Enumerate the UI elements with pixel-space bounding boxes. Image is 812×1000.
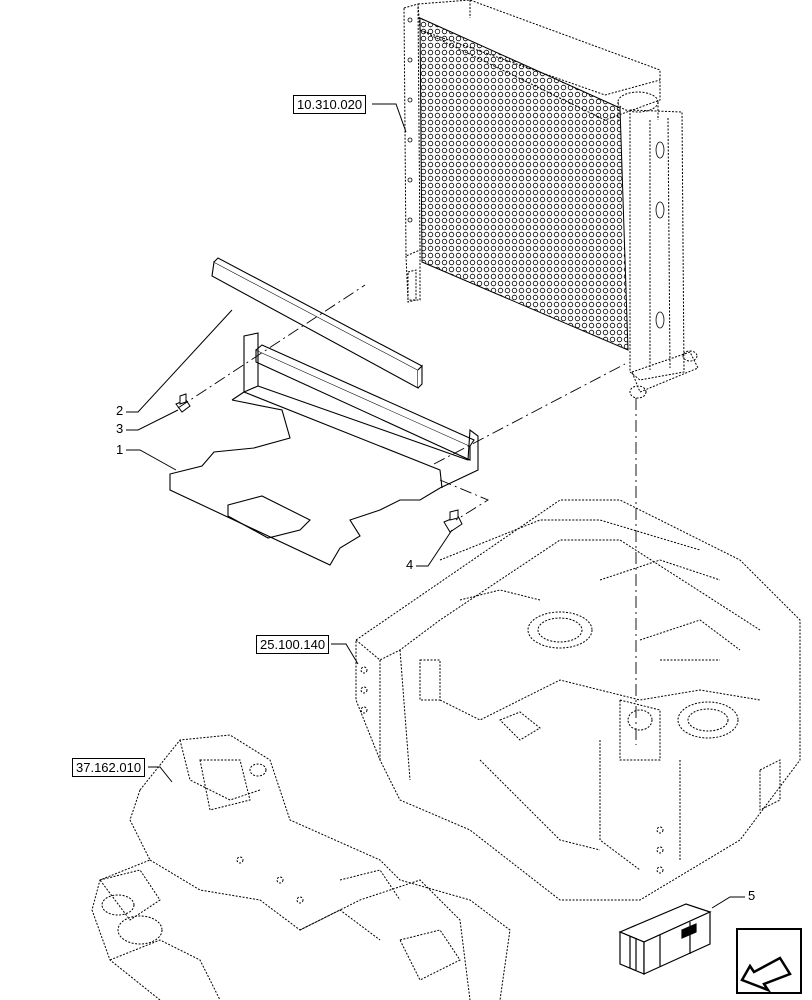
- bolt-part-3: [175, 393, 191, 413]
- kit-box-icon: [618, 903, 712, 975]
- reference-box-front-frame[interactable]: 37.162.010: [72, 758, 146, 777]
- reference-box-front-axle-support[interactable]: 25.100.140: [256, 635, 330, 654]
- callout-5: 5: [748, 888, 756, 903]
- deflector-plate: [169, 332, 479, 566]
- radiator-assembly: [403, 0, 699, 399]
- previous-arrow-icon: [736, 928, 802, 994]
- seal-strip-lower: [255, 344, 475, 461]
- alignment-lines: [177, 284, 637, 745]
- callout-2: 2: [116, 403, 124, 418]
- bolt-part-4: [443, 509, 463, 533]
- seal-strip-upper: [211, 257, 423, 389]
- previous-page-button[interactable]: [736, 928, 802, 994]
- leader-lines: [126, 103, 745, 909]
- front-axle-support: [355, 499, 801, 901]
- reference-box-radiator[interactable]: 10.310.020: [293, 95, 367, 114]
- callout-3: 3: [116, 421, 124, 436]
- callout-4: 4: [406, 557, 414, 572]
- radiator-core: [419, 17, 629, 351]
- front-frame: [91, 734, 511, 1000]
- callout-1: 1: [116, 442, 124, 457]
